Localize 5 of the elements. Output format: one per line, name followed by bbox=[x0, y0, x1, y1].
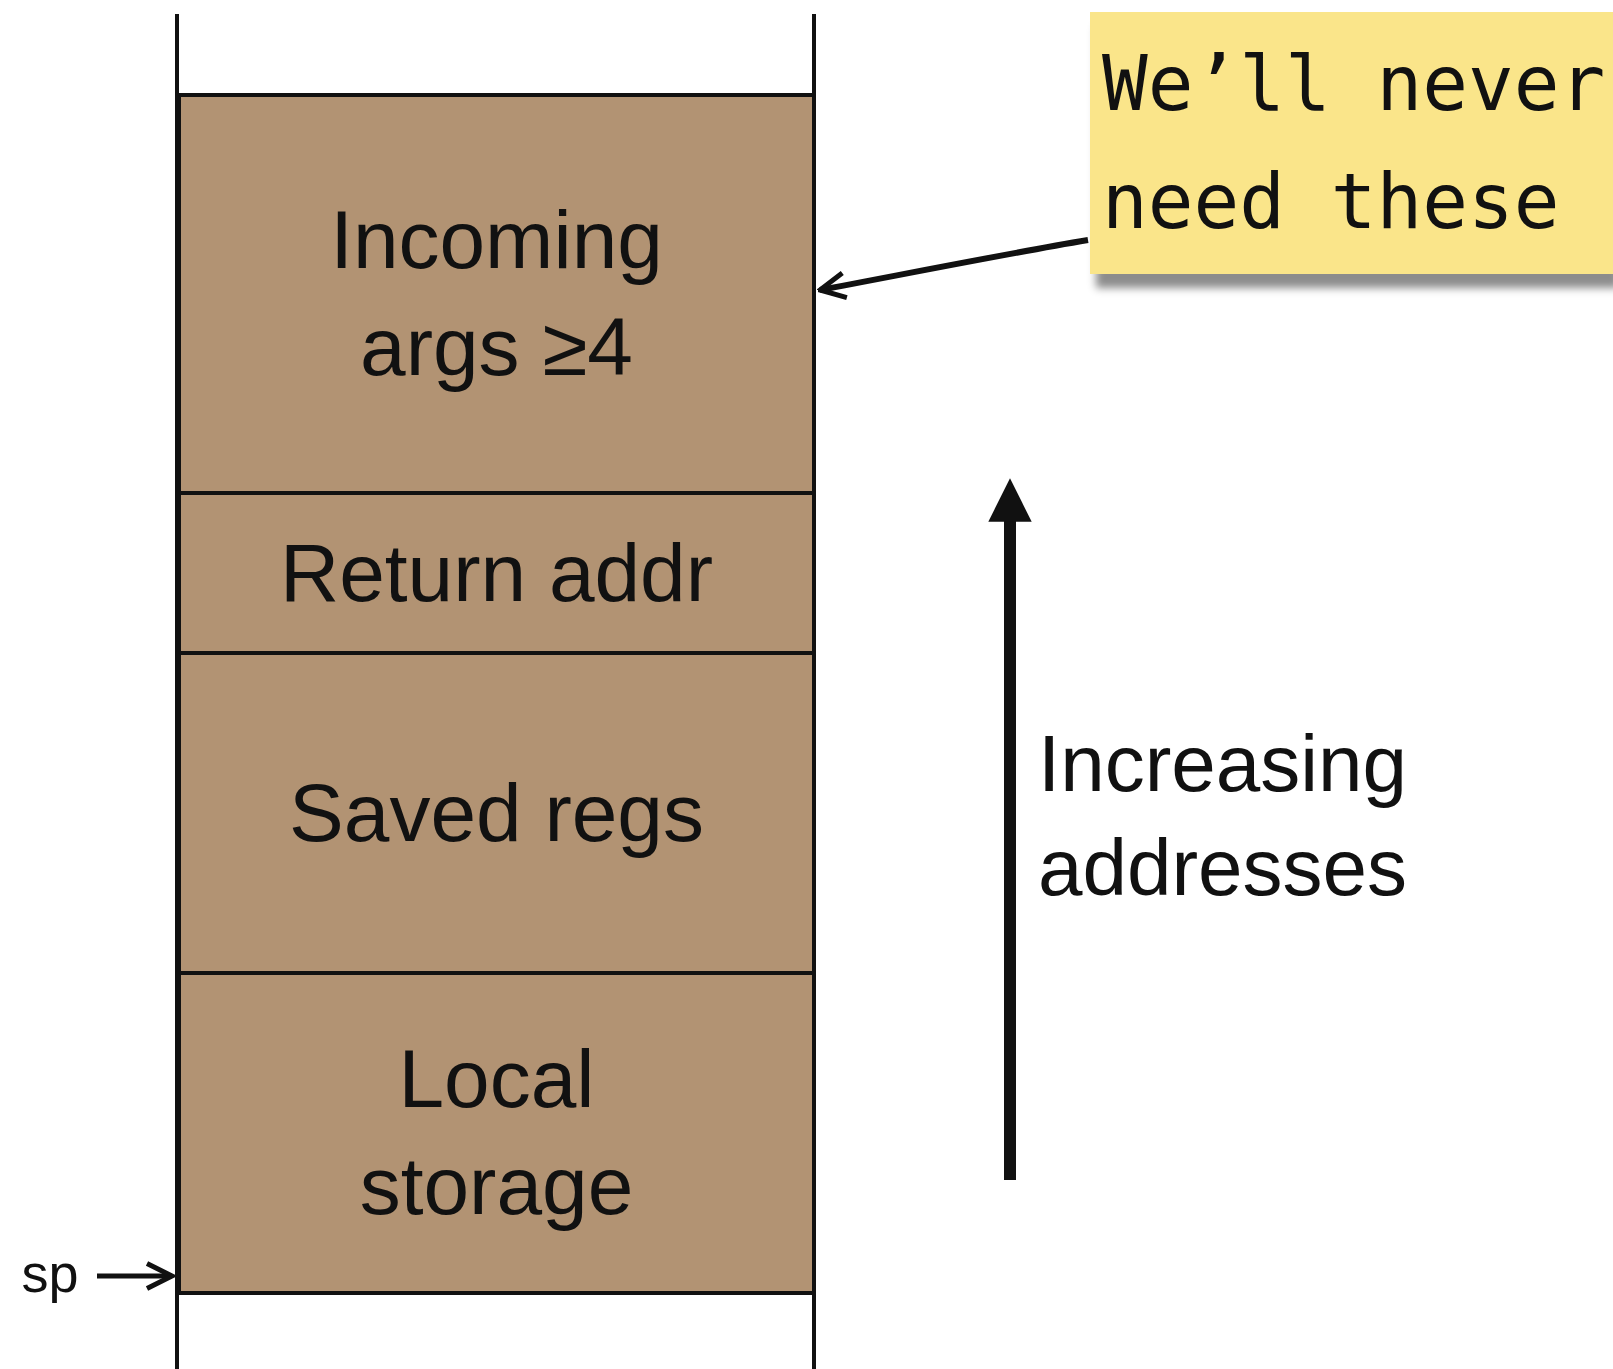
axis-caption: Increasing addresses bbox=[1038, 718, 1409, 914]
arrow bbox=[97, 1261, 175, 1291]
pointer-label: sp bbox=[14, 1240, 86, 1306]
sticky-note: We’ll never need these bbox=[1090, 12, 1613, 274]
arrow bbox=[817, 237, 1089, 301]
